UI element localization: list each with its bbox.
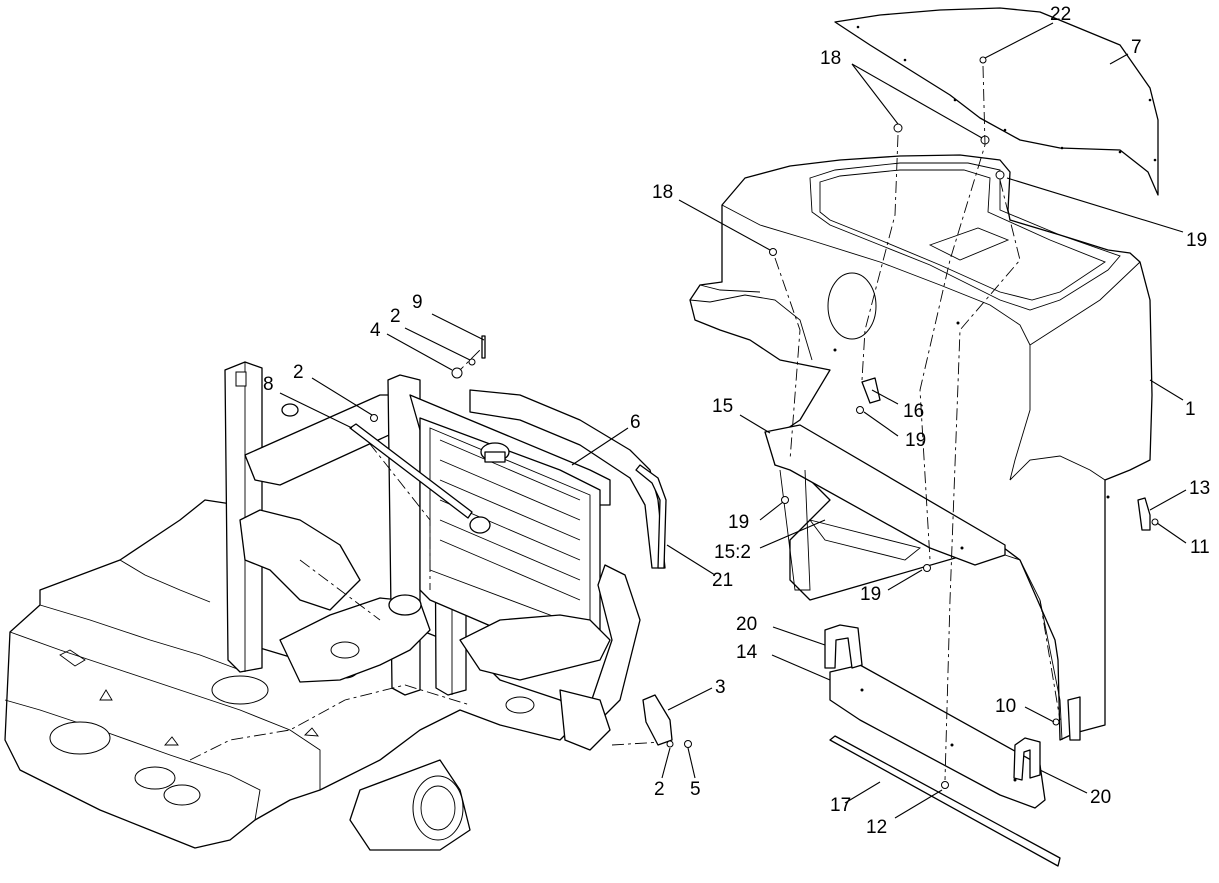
leader-lines: [279, 22, 1187, 819]
callout-13: 13: [1189, 478, 1210, 499]
callout-2-mid: 2: [293, 362, 304, 383]
callout-19-center: 19: [905, 430, 926, 451]
callout-19-left: 19: [728, 512, 749, 533]
nut-4: [451, 367, 463, 379]
callout-19-right: 19: [1186, 230, 1207, 251]
callout-22: 22: [1050, 4, 1071, 25]
callout-17: 17: [830, 795, 851, 816]
callout-15-2: 15:2: [714, 542, 751, 563]
callout-11: 11: [1190, 537, 1210, 558]
callout-10: 10: [995, 696, 1016, 717]
bracket-20-upper: [824, 624, 863, 669]
callout-20-upper: 20: [736, 614, 757, 635]
callout-12: 12: [866, 817, 887, 838]
bracket-13: [1137, 497, 1151, 531]
rod-8: [349, 423, 473, 519]
callout-5: 5: [690, 779, 701, 800]
nut-5: [684, 740, 692, 748]
chassis-frame: [4, 361, 666, 851]
callout-21: 21: [712, 570, 733, 591]
callout-9: 9: [412, 292, 423, 313]
washer-2-mid: [370, 414, 378, 422]
callout-2-top: 2: [390, 306, 401, 327]
trim-strip-17: [829, 735, 1061, 867]
callout-6: 6: [630, 412, 641, 433]
callout-16: 16: [903, 401, 924, 422]
callout-20-lower: 20: [1090, 787, 1111, 808]
hood-centerlines: [774, 65, 1061, 781]
lower-panel-14: [829, 664, 1046, 809]
hood-fasteners: [769, 56, 1159, 789]
callout-15: 15: [712, 396, 733, 417]
footrest-3: [642, 694, 673, 746]
callout-3: 3: [715, 677, 726, 698]
callout-2-bottom: 2: [654, 779, 665, 800]
callout-7: 7: [1131, 37, 1142, 58]
bracket-16: [861, 377, 881, 404]
callout-19-bottom: 19: [860, 584, 881, 605]
bracket-20-lower: [1013, 737, 1041, 781]
callout-4: 4: [370, 320, 381, 341]
washer-2-low: [666, 740, 674, 748]
callout-labels: 22 7 18 18 19 1 9 2 4 8 2 6 15 16 19 13 …: [263, 4, 1210, 838]
hose-21: [635, 464, 667, 569]
callout-18-top: 18: [820, 48, 841, 69]
callout-18-left: 18: [652, 182, 673, 203]
clip-10: [1067, 696, 1081, 741]
callout-8: 8: [263, 374, 274, 395]
washer-2-top: [468, 358, 476, 366]
hood-lid-panel: [834, 7, 1159, 196]
callout-1: 1: [1185, 399, 1196, 420]
callout-14: 14: [736, 642, 758, 663]
bolt-9: [481, 335, 486, 359]
